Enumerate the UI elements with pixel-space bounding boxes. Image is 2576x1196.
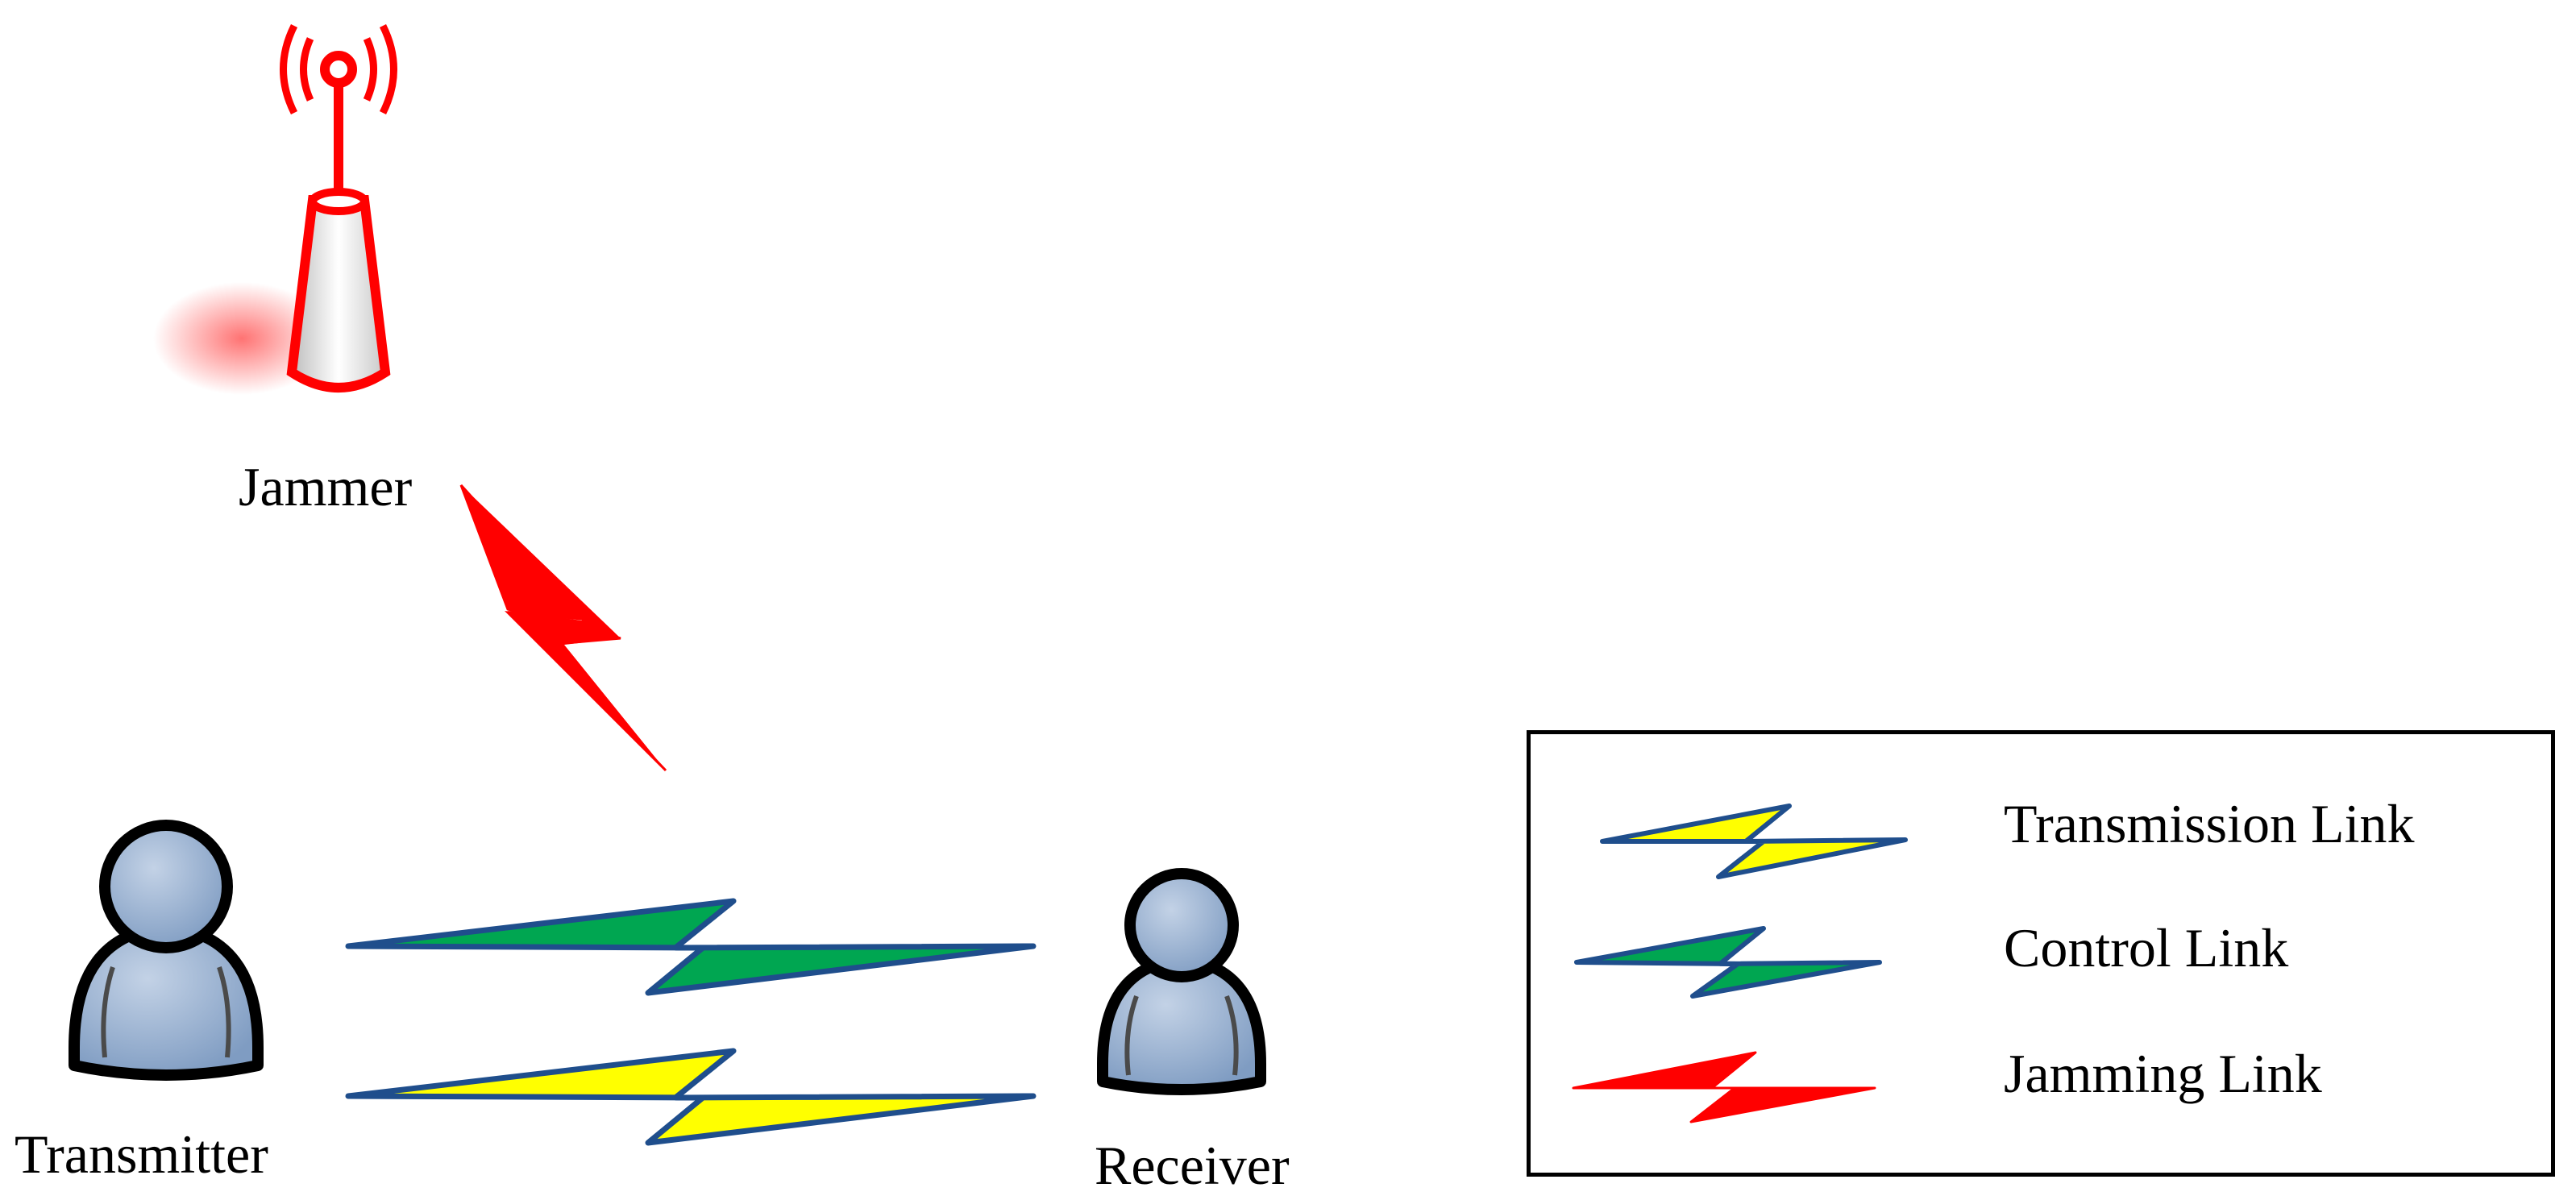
control-link-bolt — [345, 898, 1037, 996]
legend-transmission-symbol — [1600, 804, 1908, 879]
jamming-link-bolt-main — [461, 485, 666, 770]
jammer-tower-icon — [153, 23, 397, 395]
transmission-link-bolt — [345, 1048, 1037, 1146]
transmitter-label: Transmitter — [15, 1123, 268, 1185]
receiver-person-icon — [1097, 868, 1266, 1095]
legend-box — [1527, 730, 2555, 1177]
legend-control-symbol — [1574, 926, 1882, 999]
transmitter-person-icon — [69, 820, 264, 1081]
legend-item-jamming-label: Jamming Link — [2004, 1043, 2322, 1104]
legend-jamming-symbol — [1572, 1051, 1876, 1123]
receiver-label: Receiver — [1095, 1135, 1290, 1196]
legend-item-control-label: Control Link — [2004, 917, 2289, 978]
legend-item-transmission-label: Transmission Link — [2004, 793, 2415, 854]
jammer-label: Jammer — [239, 456, 413, 517]
